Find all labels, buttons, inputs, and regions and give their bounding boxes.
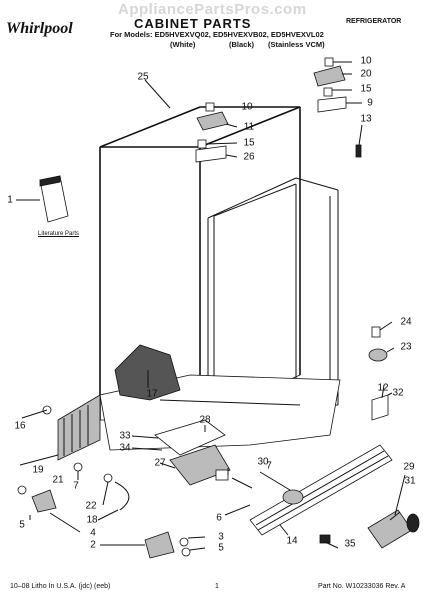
callout-23: 23: [400, 341, 412, 353]
callout-25: 25: [137, 71, 149, 83]
callout-33: 33: [119, 430, 131, 442]
callout-10b: 10: [360, 55, 372, 67]
callout-18: 18: [86, 514, 98, 526]
callout-14: 14: [286, 535, 298, 547]
callout-20: 20: [360, 68, 372, 80]
callout-32: 32: [392, 387, 404, 399]
callout-12: 12: [377, 382, 389, 394]
callout-35: 35: [344, 538, 356, 550]
footer-litho: 10–08 Litho In U.S.A. (jdc) (eeb): [10, 583, 111, 590]
filter-housing: [367, 509, 420, 549]
watermark-text: AppliancePartsPros.com: [118, 1, 307, 18]
callout-5a: 5: [19, 519, 25, 531]
callout-1: 1: [7, 194, 13, 206]
callout-2: 2: [90, 539, 96, 551]
callout-28: 28: [199, 414, 211, 426]
callout-15b: 15: [360, 83, 372, 95]
literature-parts-label: Literature Parts: [38, 231, 80, 237]
callout-29: 29: [403, 461, 415, 473]
leveler-parts: [368, 326, 389, 421]
callout-13: 13: [360, 113, 372, 125]
callout-15a: 15: [243, 137, 255, 149]
callout-22: 22: [85, 500, 97, 512]
callout-11: 11: [243, 121, 255, 133]
leader-lines: [16, 61, 406, 551]
top-hinge-right: [313, 57, 362, 158]
callout-24: 24: [400, 316, 412, 328]
page-title: CABINET PARTS: [134, 16, 252, 31]
finish-stainless: (Stainless VCM): [268, 40, 325, 49]
callout-7b: 7: [266, 460, 272, 472]
callout-3: 3: [218, 531, 224, 543]
finish-black: (Black): [229, 40, 255, 49]
callout-7a: 7: [73, 480, 79, 492]
category-label: REFRIGERATOR: [346, 18, 402, 25]
tray-assembly: [154, 419, 331, 544]
callout-31: 31: [404, 475, 416, 487]
footer-page-number: 1: [215, 583, 219, 590]
callout-21: 21: [52, 474, 64, 486]
brand-logo: Whirlpool: [6, 20, 73, 37]
cabinet-body: [57, 106, 341, 461]
callout-6: 6: [216, 512, 222, 524]
callout-34: 34: [119, 442, 131, 454]
finish-white: (White): [170, 40, 196, 49]
lower-left-parts: [17, 405, 191, 559]
models-line: For Models: ED5HVEXVQ02, ED5HVEXVB02, ED…: [110, 30, 324, 39]
models-prefix: For Models:: [110, 30, 153, 39]
callout-4: 4: [90, 527, 96, 539]
base-grille: [249, 444, 393, 536]
callout-16: 16: [14, 420, 26, 432]
callout-26: 26: [243, 151, 255, 163]
callout-17: 17: [146, 388, 158, 400]
models-list: ED5HVEXVQ02, ED5HVEXVB02, ED5HVEXVL02: [154, 30, 324, 39]
callout-30: 30: [257, 456, 269, 468]
callout-10a: 10: [241, 101, 253, 113]
callout-19: 19: [32, 464, 44, 476]
footer-part-number: Part No. W10233036 Rev. A: [318, 583, 406, 590]
callout-5b: 5: [218, 542, 224, 554]
top-hinge-left: [195, 102, 229, 163]
callout-9: 9: [367, 97, 373, 109]
callout-27: 27: [154, 457, 166, 469]
